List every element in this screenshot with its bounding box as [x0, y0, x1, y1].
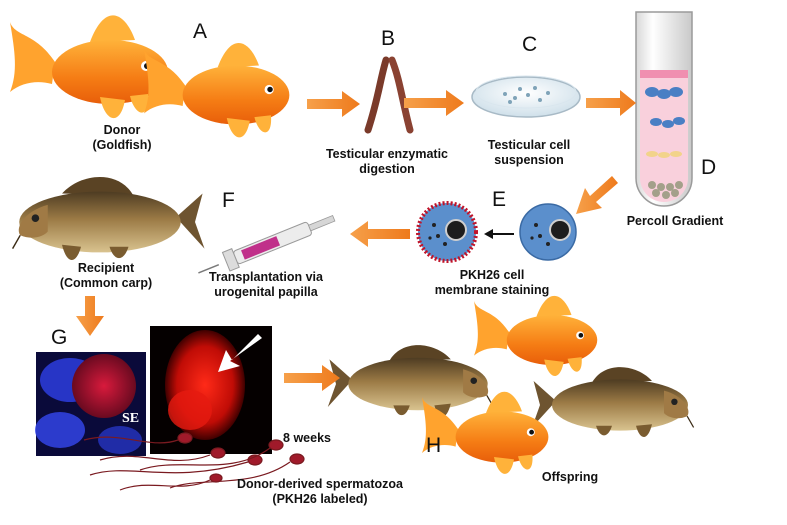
transplant-label-line2: urogenital papilla — [214, 285, 318, 299]
pkh26-label-line1: PKH26 cell — [459, 268, 525, 282]
transplant-label: Transplantation via urogenital papilla — [196, 270, 336, 300]
recipient-label-line2: (Common carp) — [59, 276, 153, 290]
se-label: SE — [122, 411, 140, 426]
pkh26-label-line2: membrane staining — [434, 283, 550, 297]
transplant-label-line1: Transplantation via — [209, 270, 323, 284]
unstained-cell — [519, 203, 577, 261]
fluorescence-panel-arrow — [150, 326, 272, 454]
recipient-label-line1: Recipient — [77, 261, 135, 275]
offspring-carp-2 — [531, 366, 695, 438]
step-label-a: A — [193, 20, 208, 43]
step-label-e: E — [492, 188, 507, 211]
step-label-c: C — [522, 33, 538, 56]
donor-label-line2: (Goldfish) — [92, 138, 152, 152]
syringe — [198, 214, 336, 274]
offspring-goldfish-1 — [474, 295, 598, 376]
black-arrow — [484, 229, 514, 239]
weeks-label: 8 weeks — [283, 431, 331, 445]
percoll-tube — [635, 11, 693, 207]
digestion-label-line1: Testicular enzymatic — [325, 147, 449, 161]
donor-goldfish-1 — [10, 15, 168, 119]
arrow-a-to-b — [307, 91, 360, 117]
suspension-label-line1: Testicular cell — [487, 138, 571, 152]
step-label-h: H — [426, 434, 442, 457]
digestion-label: Testicular enzymatic digestion — [312, 147, 462, 177]
percoll-label: Percoll Gradient — [626, 214, 724, 228]
spermatozoa — [83, 432, 305, 491]
testis-illustration — [364, 56, 414, 134]
petri-dish — [471, 75, 581, 118]
spermatozoa-label: Donor-derived spermatozoa (PKH26 labeled… — [220, 477, 420, 507]
fluorescence-panel-se — [35, 352, 146, 456]
step-label-b: B — [381, 27, 396, 50]
spermatozoa-label-line2: (PKH26 labeled) — [272, 492, 368, 506]
arrow-e-to-f — [350, 221, 410, 247]
arrow-recipient-to-g — [76, 296, 104, 336]
spermatozoa-label-line1: Donor-derived spermatozoa — [236, 477, 403, 491]
arrow-c-to-d — [586, 90, 636, 116]
donor-goldfish-2 — [144, 42, 290, 138]
recipient-label: Recipient (Common carp) — [46, 261, 166, 291]
donor-label-line1: Donor — [103, 123, 141, 137]
donor-label: Donor (Goldfish) — [82, 123, 162, 153]
arrow-g-to-h — [284, 365, 340, 391]
offspring-label: Offspring — [541, 470, 599, 484]
arrow-d-to-e — [576, 176, 618, 214]
process-arrows — [76, 90, 636, 391]
step-label-f: F — [222, 189, 235, 212]
offspring-carp-1 — [327, 344, 495, 418]
digestion-label-line2: digestion — [359, 162, 415, 176]
step-label-g: G — [51, 326, 68, 349]
suspension-label: Testicular cell suspension — [474, 138, 584, 168]
stained-cell — [416, 201, 478, 263]
suspension-label-line2: suspension — [494, 153, 564, 167]
recipient-carp — [11, 176, 206, 261]
step-label-d: D — [701, 156, 717, 179]
pkh26-label: PKH26 cell membrane staining — [422, 268, 562, 298]
arrow-b-to-c — [404, 90, 464, 116]
